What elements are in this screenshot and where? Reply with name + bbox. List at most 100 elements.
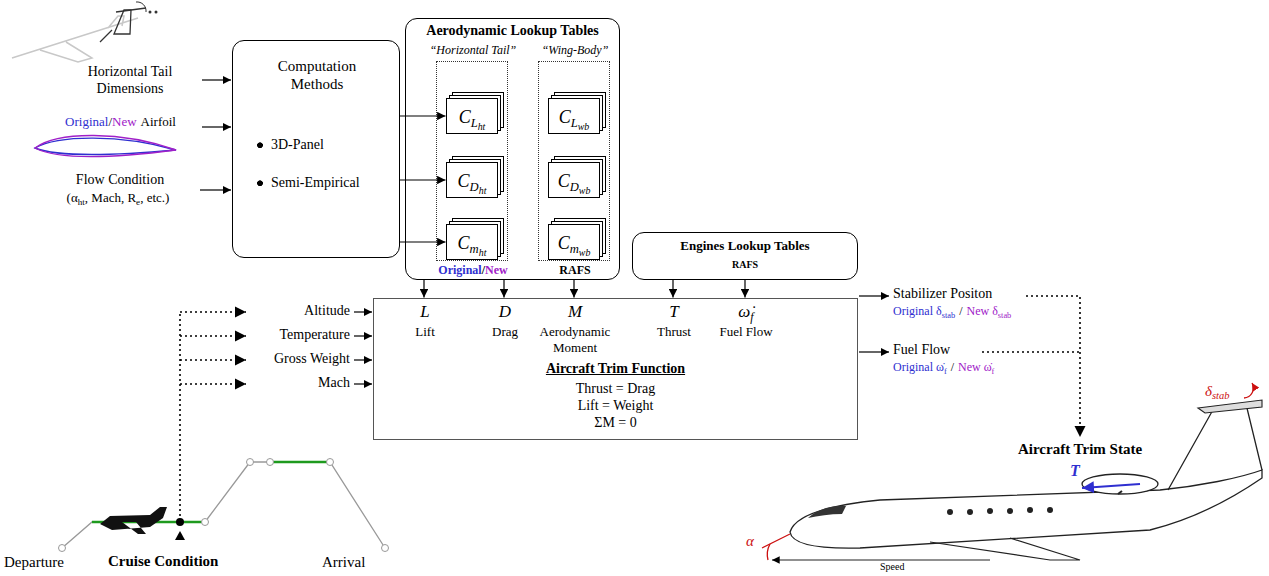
stabilizer-rotation	[1244, 383, 1253, 398]
node-text: L	[471, 116, 478, 130]
text-holder: CDwb	[549, 163, 599, 209]
label-text: stab	[998, 311, 1012, 320]
connector-arrow	[503, 280, 504, 298]
cabin-windows	[947, 507, 1053, 515]
label-text: f	[992, 367, 995, 376]
node-text: Computation Methods	[278, 58, 356, 92]
table-group: CLhtCDhtCmht“Horizontal Tail”Original/Ne…	[436, 61, 508, 261]
connector-arrow	[423, 280, 424, 298]
label-text: Altitude	[304, 303, 350, 318]
dotted-link	[180, 335, 246, 337]
coefficient-table: CLwb	[548, 98, 600, 134]
dotted-link	[1026, 296, 1080, 437]
label-text: Original	[65, 114, 108, 129]
label-text: Mach	[318, 375, 350, 390]
label-holder: Mach	[246, 375, 350, 392]
connector-arrow	[573, 280, 574, 298]
thrust-vector	[1082, 484, 1140, 488]
label-holder: Arrival	[322, 553, 365, 571]
text-holder: Lift = Weight	[374, 398, 857, 415]
dotted-link	[180, 311, 246, 313]
node-text: New	[485, 263, 508, 277]
text-holder: “Horizontal Tail”	[397, 43, 549, 57]
label-holder: Temperature	[246, 327, 350, 344]
label-holder: Original/NewAirfoil	[38, 114, 203, 130]
waypoint	[202, 519, 209, 526]
label-holder: T	[1070, 461, 1080, 480]
node-text: ht	[478, 121, 486, 132]
label-text: ht	[78, 197, 85, 207]
label-holder: δstab	[1205, 382, 1230, 403]
node-text: m	[470, 242, 479, 256]
label-text: Gross Weight	[274, 351, 350, 366]
text-holder: Computation Methods	[262, 57, 372, 93]
cabin-window	[1027, 507, 1033, 513]
node-text: RAFS	[559, 263, 590, 277]
node-text: m	[570, 242, 579, 256]
node-text: Drag	[492, 324, 518, 339]
waypoint	[382, 545, 389, 552]
horizontal-stabilizer	[1198, 400, 1262, 413]
dotted-link	[180, 359, 246, 361]
new-airfoil	[35, 135, 176, 156]
tail-plane-icon	[100, 8, 146, 42]
text-holder: CDht	[447, 163, 497, 209]
label-text: e	[136, 197, 140, 207]
node-text: Aircraft Trim Function	[546, 361, 685, 376]
connector-arrow	[400, 179, 446, 180]
coefficient-table: Cmwb	[548, 224, 600, 260]
text-holder: Aircraft Trim Function	[374, 361, 857, 378]
text-holder: ΣM = 0	[374, 415, 857, 432]
speed-arrow	[772, 559, 990, 560]
text-holder: Fuel Flow	[696, 324, 796, 340]
input-arrow	[354, 311, 372, 312]
cruise-segment	[92, 462, 330, 522]
label-holder: Original δstab/New δstab	[893, 304, 1011, 321]
label-holder: Gross Weight	[246, 351, 350, 368]
node-text: Engines Lookup Tables	[680, 238, 809, 253]
label-holder: Horizontal Tail Dimensions	[60, 64, 200, 98]
node-text: Aerodynamic Lookup Tables	[426, 23, 598, 38]
alpha-arc	[767, 544, 770, 560]
label-text: /	[959, 304, 962, 318]
output-arrow	[859, 351, 889, 352]
dimension-dot	[155, 11, 158, 14]
text-holder: M	[525, 302, 625, 322]
label-text: , Mach, R	[85, 190, 136, 205]
node-text: L	[571, 116, 578, 130]
text-holder: Lift	[375, 324, 475, 340]
label-text: Stabilizer Positon	[893, 286, 992, 301]
node-text: 3D-Panel	[255, 137, 324, 152]
engine-nacelle	[1082, 474, 1158, 494]
label-holder: Stabilizer Positon	[893, 286, 992, 303]
trim-function-box: LLiftDDragMAerodynamic MomentTThrustω̇fF…	[373, 298, 858, 440]
node-text: C	[459, 107, 471, 127]
waypoint	[327, 459, 334, 466]
rotation-arc	[136, 2, 146, 12]
text-holder: Aerodynamic Moment	[530, 324, 620, 355]
label-holder: Cruise Condition	[108, 552, 218, 570]
label-holder: Flow Condition	[50, 172, 190, 189]
cruise-point	[176, 518, 184, 526]
waypoint	[267, 459, 274, 466]
cockpit-window	[808, 506, 846, 518]
vertical-tail	[1168, 404, 1262, 490]
label-text: Departure	[4, 554, 64, 570]
node-text: wb	[578, 121, 590, 132]
waypoint	[247, 459, 254, 466]
coefficient-table: CDht	[446, 162, 498, 198]
node-text: Aerodynamic Moment	[540, 324, 611, 355]
text-holder: D	[455, 302, 555, 322]
cruise-pointer	[175, 531, 185, 540]
input-arrow	[354, 383, 372, 384]
text-holder: 3D-Panel	[255, 137, 324, 154]
cabin-window	[1007, 508, 1013, 514]
wing	[930, 538, 1080, 560]
label-text: New	[112, 114, 137, 129]
text-holder: T	[624, 302, 724, 322]
text-holder: Thrust = Drag	[374, 381, 857, 398]
label-text: (α	[67, 190, 78, 205]
text-holder: CLht	[447, 99, 497, 145]
label-text: /	[951, 360, 954, 374]
node-text: /	[482, 263, 485, 277]
